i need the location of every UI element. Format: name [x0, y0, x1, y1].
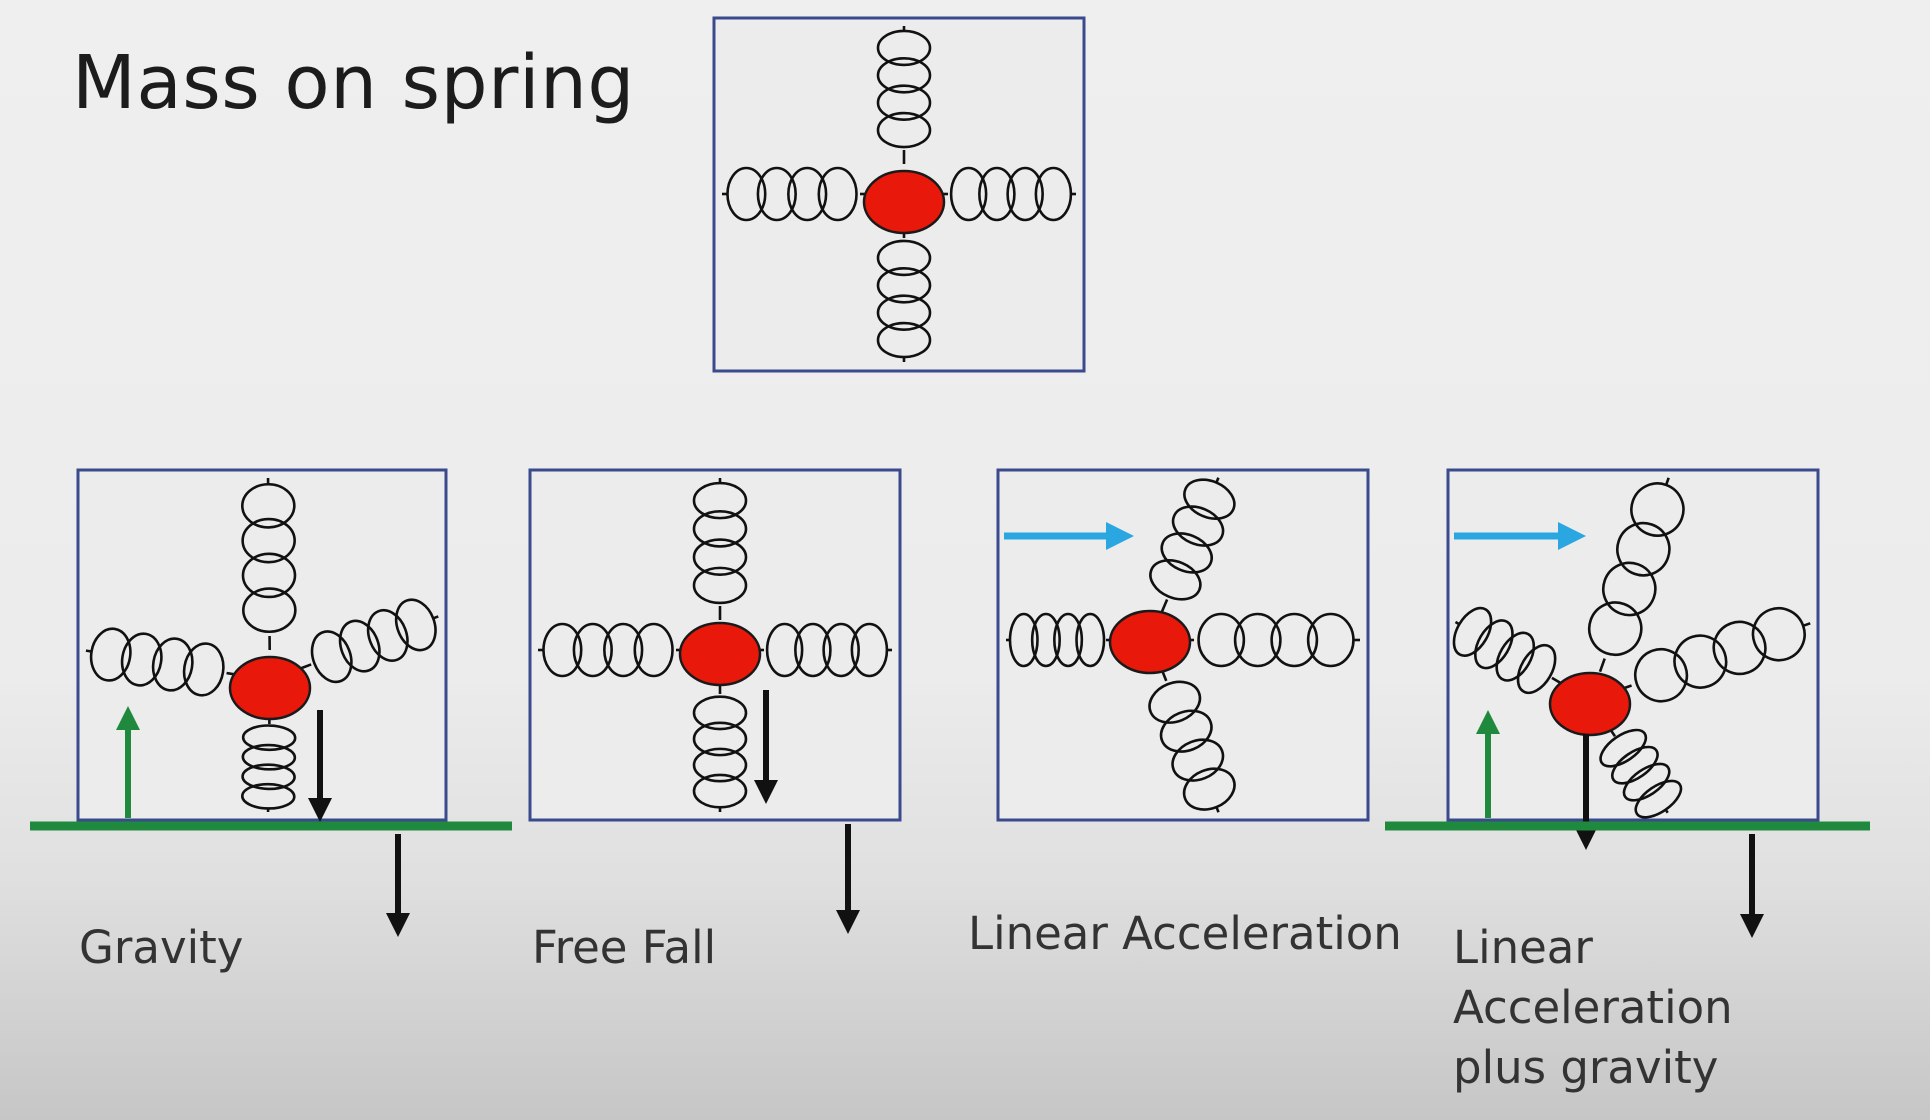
panel-linear-acceleration [996, 468, 1370, 822]
caption-gravity: Gravity [79, 921, 244, 974]
panel-free-fall [528, 468, 902, 934]
spring-down [876, 224, 932, 362]
caption-linear-acceleration: Linear Acceleration [968, 907, 1402, 960]
caption-linear-acceleration-plus-gravity: Linear Acceleration plus gravity [1453, 921, 1733, 1094]
spring-up [1587, 477, 1685, 673]
spring-up [1149, 477, 1236, 613]
panel-gravity [30, 468, 512, 937]
spring-up [692, 478, 748, 620]
mass-ball [1108, 609, 1192, 675]
spring-down [692, 680, 748, 812]
mass-ball [1548, 671, 1632, 737]
spring-left [1452, 606, 1565, 695]
spring-left [722, 166, 874, 222]
panel-reference [712, 16, 1086, 373]
slide-title: Mass on spring [72, 40, 635, 126]
spring-down [240, 709, 297, 813]
panel-gravity-frame [76, 468, 448, 822]
spring-right [1180, 612, 1360, 668]
spring-right [1617, 606, 1811, 703]
panel-linear-acceleration-plus-gravity [1385, 468, 1870, 938]
caption-free-fall: Free Fall [532, 921, 717, 974]
mass-ball [862, 169, 946, 235]
spring-left [538, 622, 690, 678]
spring-right [750, 622, 892, 678]
spring-left [85, 627, 241, 697]
spring-up [876, 26, 932, 164]
spring-down [1148, 667, 1236, 813]
spring-right [934, 166, 1076, 222]
mass-ball [678, 621, 762, 687]
mass-ball [228, 655, 312, 721]
spring-up [241, 477, 297, 651]
